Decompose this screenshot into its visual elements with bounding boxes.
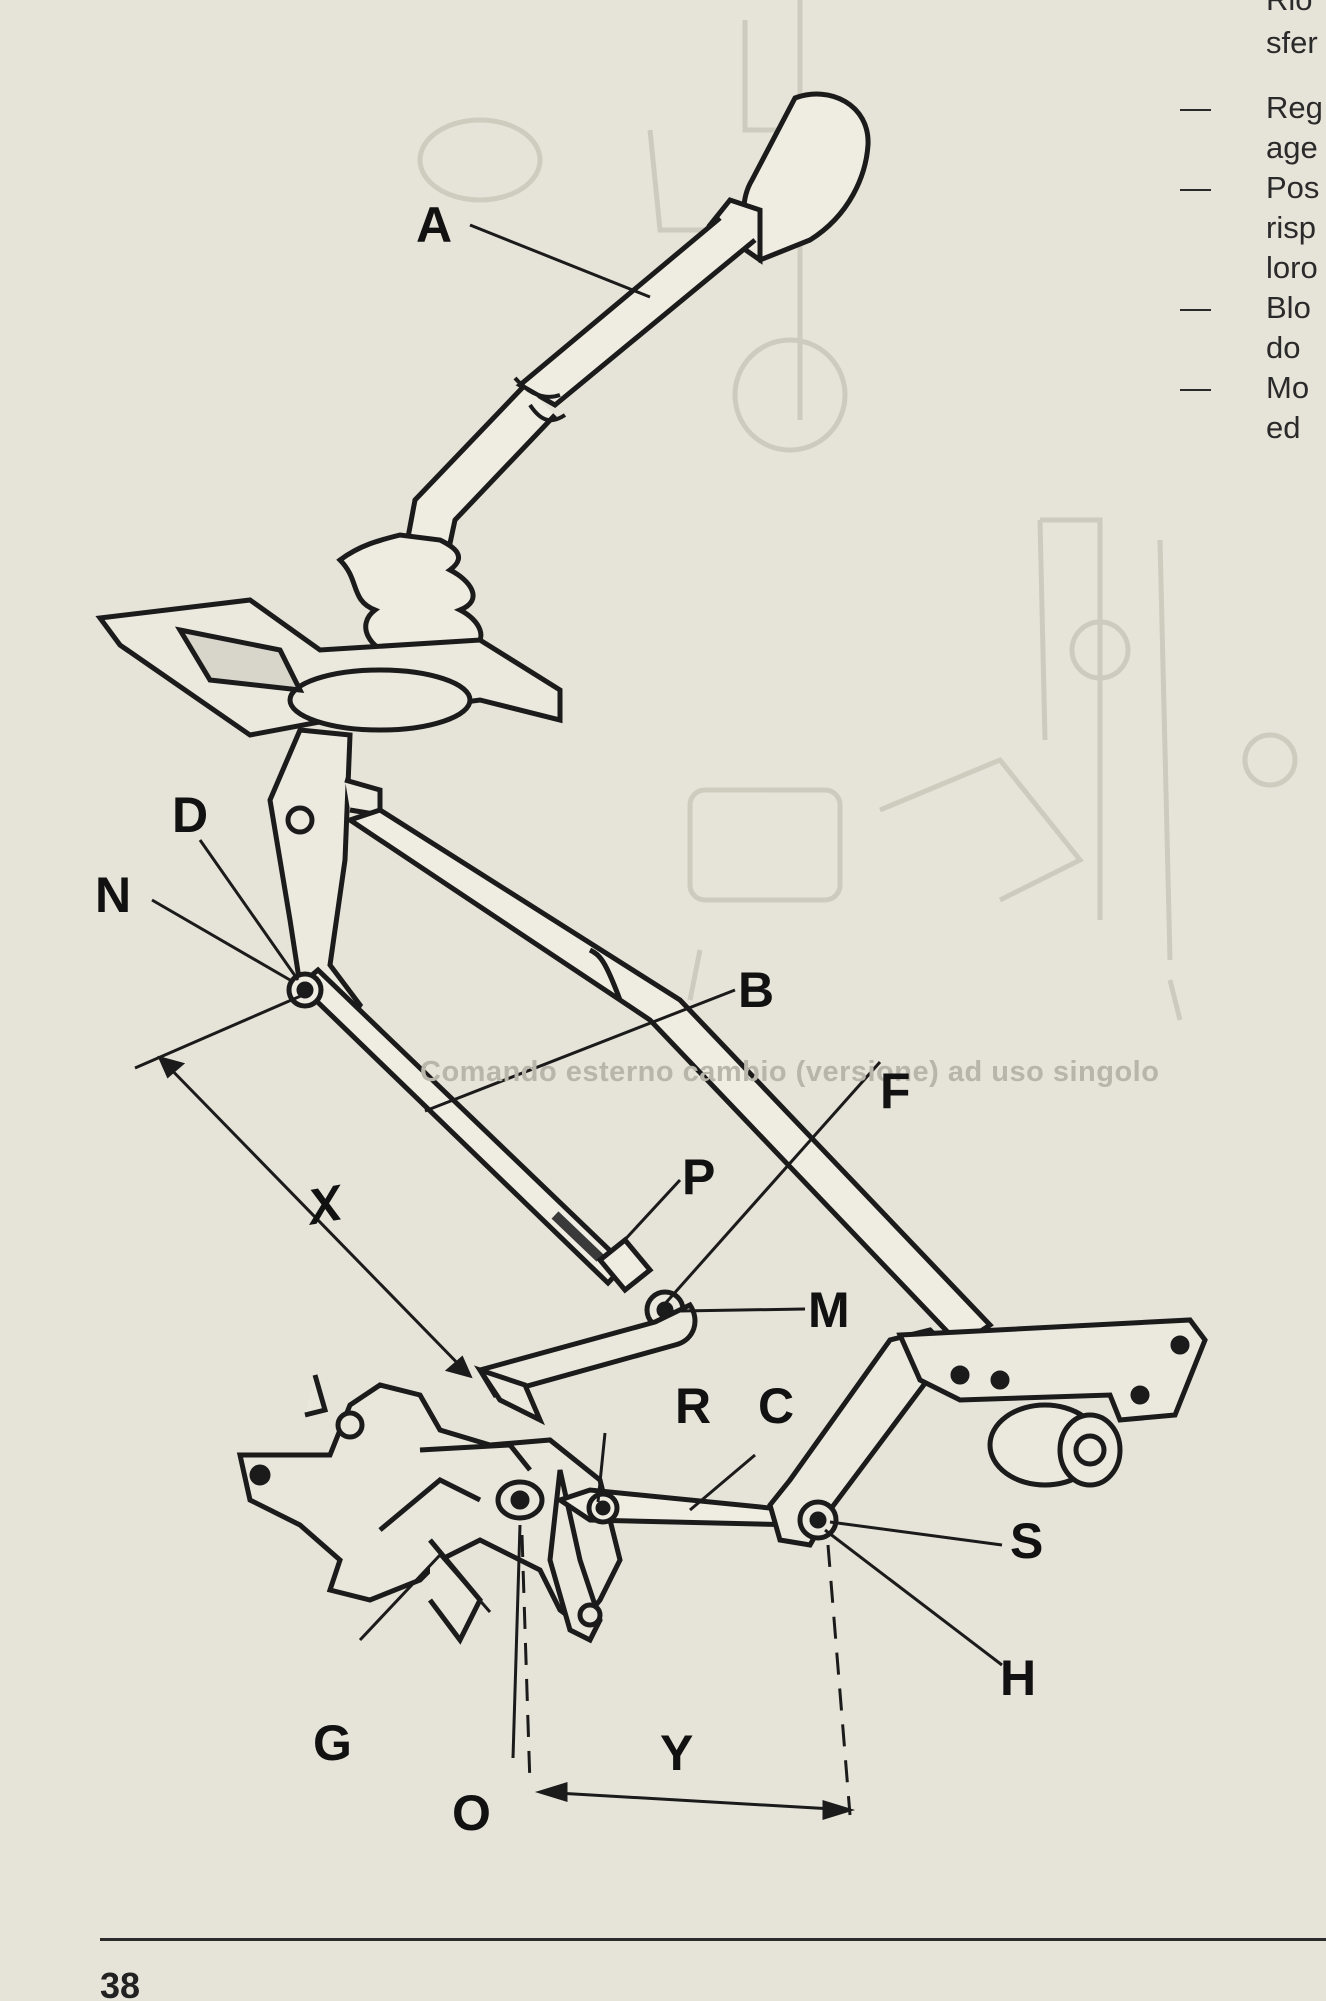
text-line: ed [1180,408,1326,448]
callout-b: B [738,962,775,1018]
bullet-dash: — [1180,370,1211,405]
cross-tube [344,807,994,1349]
text-line: — Mo [1180,368,1326,408]
text-fragment: Rio [1266,0,1313,20]
bullet-dash: — [1180,90,1211,125]
bullet-dash: — [1180,290,1211,325]
shift-rod-b [286,966,654,1294]
rubber-boot [336,532,484,658]
leader-lines [151,223,1003,1759]
text-fragment: age [1266,130,1318,165]
text-fragment: ed [1266,410,1301,445]
bullet-dash: — [1180,170,1211,205]
shift-rod-c [554,1487,805,1528]
callout-d: D [172,787,209,843]
text-line: loro [1180,248,1326,288]
text-line: do [1180,328,1326,368]
page-number: 38 [100,1968,141,2001]
bleed-through-illustration [417,0,1298,1021]
callout-f: F [880,1063,911,1119]
footer-rule [100,1938,1326,1941]
callout-s: S [1010,1513,1044,1569]
text-line: sfer [1180,25,1326,80]
lever-break-marks [513,376,567,423]
bleed-through-caption: Comando esterno cambio (versione) ad uso… [420,1056,1160,1088]
right-column-text: Rio sfer — Reg age — Pos risp loro — Blo do… [1180,0,1326,448]
callout-c: C [758,1378,795,1434]
shift-arm [473,1289,698,1426]
text-fragment: loro [1266,250,1318,285]
text-line: Rio [1180,0,1326,40]
callout-r: R [675,1378,712,1434]
text-line: — Reg [1180,88,1326,128]
callout-h: H [1000,1650,1037,1706]
callout-n: N [95,867,132,923]
text-fragment: risp [1266,210,1316,245]
callout-a: A [416,197,453,253]
text-fragment: Reg [1266,90,1323,125]
dimension-y [520,1534,856,1821]
text-fragment: do [1266,330,1301,365]
text-line: — Pos [1180,168,1326,208]
relay-lever [767,1317,1208,1548]
callout-o: O [452,1785,491,1841]
callout-g: G [313,1715,352,1771]
text-line: age [1180,128,1326,168]
callout-p: P [682,1149,716,1205]
callout-m: M [808,1282,850,1338]
text-fragment: Mo [1266,370,1310,405]
text-fragment: sfer [1266,25,1318,60]
lever-mount-plate [95,597,563,738]
dimension-x [134,993,473,1379]
text-line: risp [1180,208,1326,248]
callout-y: Y [660,1725,694,1781]
text-line: — Blo [1180,288,1326,328]
selector-housing [236,1374,623,1645]
text-fragment: Pos [1266,170,1320,205]
text-fragment: Blo [1266,290,1311,325]
